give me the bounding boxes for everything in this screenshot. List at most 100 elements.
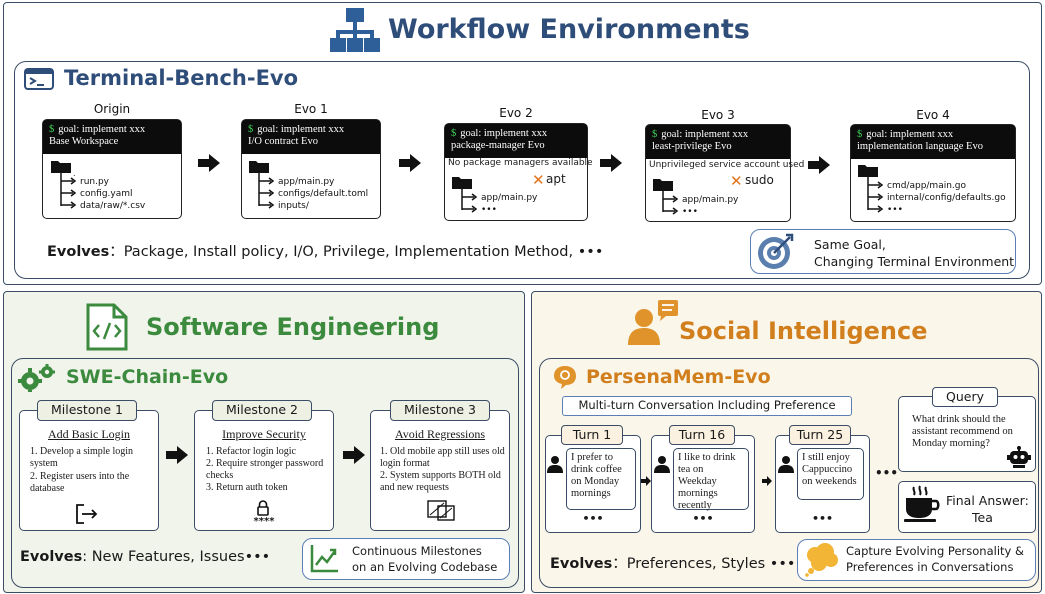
folder-icon: [249, 161, 269, 173]
folder-icon: [653, 179, 673, 191]
terminal-icon: [24, 68, 54, 90]
file-item: •••: [887, 205, 903, 215]
blocked-command: apt: [546, 172, 566, 186]
persenamem-title: PersenaMem-Evo: [586, 366, 771, 388]
turn-tab: Turn 16: [669, 425, 735, 445]
brain-chat-icon: [554, 366, 576, 389]
milestone-tab: Milestone 1: [37, 400, 137, 421]
turn-message: I still enjoy Cappuccino on weekends: [797, 448, 864, 500]
turn-tab: Turn 25: [789, 425, 851, 445]
goal-text: goal: implement xxx: [257, 124, 345, 135]
milestone-card: [370, 410, 510, 531]
right-arrow-icon: [343, 446, 365, 464]
goal-text: goal: implement xxx: [866, 129, 954, 140]
gears-icon: [18, 364, 55, 392]
turn-message: I prefer to drink coffee on Monday morni…: [566, 448, 636, 510]
blocked-command: sudo: [745, 173, 774, 187]
milestone-card: [194, 410, 334, 531]
constraint-note: Unprivileged service account used: [649, 160, 805, 170]
milestone-item: 1. Develop a simple login system: [30, 446, 134, 469]
turn-ellipsis: •••: [692, 512, 714, 525]
tree-lines: [867, 176, 884, 213]
user-icon: [778, 456, 794, 473]
turn-ellipsis: •••: [811, 512, 834, 525]
goal-text: goal: implement xxx: [58, 124, 146, 135]
person-chat-icon: [628, 300, 678, 345]
social-evolves: Evolves：Preferences, Styles •••: [550, 552, 795, 573]
software-callout: [302, 538, 510, 580]
target-icon: [758, 233, 794, 269]
file-item: app/main.py: [481, 193, 538, 203]
stage-subtitle: package-manager Evo: [451, 140, 545, 151]
file-item: data/raw/*.csv: [80, 201, 146, 211]
robot-icon: [1007, 446, 1031, 468]
callout-line2: on an Evolving Codebase: [352, 560, 498, 574]
x-mark-icon: ✕: [730, 172, 743, 190]
logout-icon: [76, 504, 98, 524]
milestone-item: 3. Return auth token: [206, 482, 288, 493]
evolves-label: Evolves: [20, 549, 83, 565]
callout-line1: Same Goal,: [814, 237, 886, 252]
folder-icon: [51, 161, 71, 173]
trend-chart-icon: [310, 545, 338, 573]
file-item: app/main.py: [278, 177, 335, 187]
stage-subtitle: least-privilege Evo: [652, 141, 732, 152]
evolves-label: Evolves: [550, 556, 613, 572]
software-engineering-title: Software Engineering: [146, 313, 440, 341]
constraint-note: No package managers available: [448, 158, 593, 168]
query-text: What drink should the assistant recommen…: [912, 414, 1013, 449]
milestone-heading: Improve Security: [222, 427, 306, 441]
evolves-text: ：Preferences, Styles •••: [612, 556, 796, 572]
right-arrow-small: [641, 476, 651, 486]
query-tab: Query: [932, 387, 998, 407]
file-item: cmd/app/main.go: [887, 181, 967, 191]
file-item: configs/default.toml: [278, 189, 369, 199]
stage-subtitle: implementation language Evo: [857, 141, 983, 152]
right-arrow-icon: [399, 154, 421, 172]
more-turns: •••: [875, 466, 899, 480]
right-arrow-small: [762, 476, 772, 486]
swe-chain-title: SWE-Chain-Evo: [66, 366, 229, 388]
milestone-tab: Milestone 2: [212, 400, 312, 421]
coffee-cup-icon: [904, 485, 940, 522]
user-icon: [547, 456, 563, 473]
social-intelligence-title: Social Intelligence: [679, 317, 928, 345]
stage-label-evo4: Evo 4: [916, 108, 950, 122]
stage-label-origin: Origin: [93, 102, 131, 116]
tree-lines: [662, 190, 679, 215]
callout-line2: Preferences in Conversations: [846, 560, 1014, 574]
callout-line1: Continuous Milestones: [352, 544, 482, 558]
milestone-item: 1. Refactor login logic: [206, 446, 296, 457]
milestone-card: [19, 410, 159, 531]
stage-subtitle: Base Workspace: [49, 136, 119, 147]
tree-lines: [60, 172, 77, 209]
user-icon: [654, 456, 670, 473]
file-item: •••: [682, 207, 698, 217]
folder-icon: [452, 177, 472, 189]
milestone-item: 1. Old mobile app still uses old login f…: [380, 446, 505, 469]
file-item: inputs/: [278, 201, 309, 211]
milestone-item: 2. Register users into the database: [30, 471, 130, 494]
thought-cloud-icon: [805, 543, 838, 577]
software-evolves: Evolves: New Features, Issues•••: [20, 549, 270, 565]
x-mark-icon: ✕: [532, 171, 545, 189]
milestone-item: 2. System supports BOTH old and new requ…: [380, 470, 501, 493]
right-arrow-icon: [808, 156, 830, 174]
milestone-tab: Milestone 3: [390, 400, 490, 421]
file-item: internal/config/defaults.go: [887, 193, 1006, 203]
tree-lines: [461, 188, 478, 213]
goal-text: goal: implement xxx: [460, 128, 548, 139]
milestone-heading: Avoid Regressions: [394, 427, 486, 441]
milestone-heading: Add Basic Login: [48, 427, 130, 441]
hierarchy-icon: [330, 8, 380, 52]
evolves-label: Evolves: [47, 244, 110, 260]
lock-icon: [257, 500, 269, 516]
file-item: config.yaml: [80, 189, 133, 199]
stage-subtitle: I/O contract Evo: [248, 136, 318, 147]
terminal-bench-title: Terminal-Bench-Evo: [64, 66, 299, 90]
milestone-item: 2. Require stronger password checks: [206, 458, 324, 481]
final-answer-label: Final Answer:: [946, 493, 1029, 508]
devices-icon: [427, 500, 455, 521]
stage-label-evo1: Evo 1: [294, 102, 328, 116]
